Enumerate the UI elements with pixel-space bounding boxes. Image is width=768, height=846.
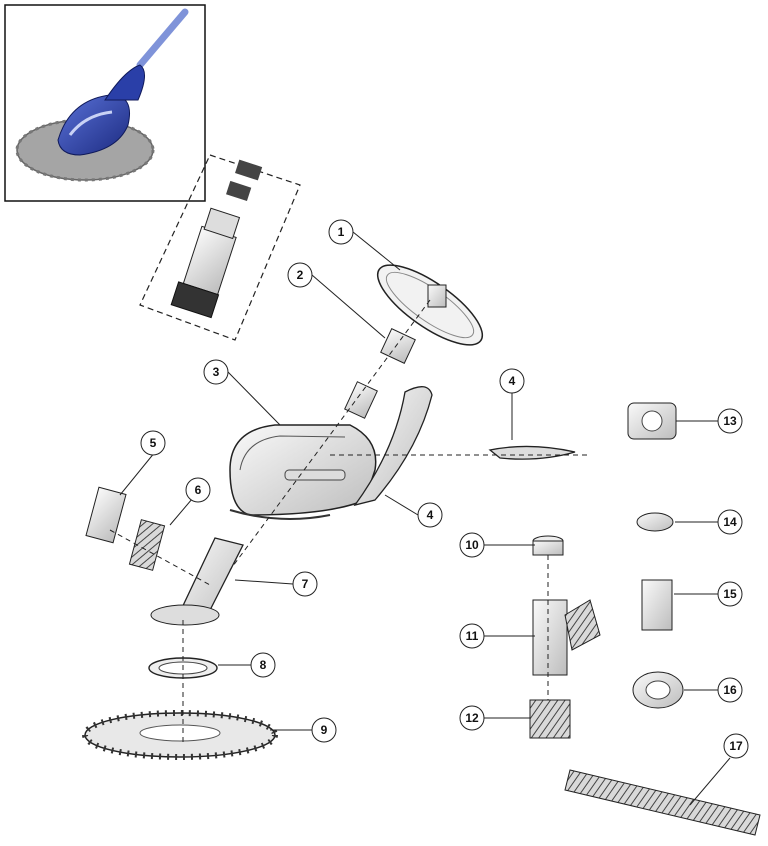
part-11-valve (532, 599, 601, 676)
suction-cleaner-photo-icon (15, 8, 189, 182)
svg-text:2: 2 (297, 268, 304, 282)
part-2-hose-kit (139, 154, 301, 341)
connector-parts (344, 328, 416, 419)
svg-text:9: 9 (321, 723, 328, 737)
callout-4-left: 4 (417, 502, 443, 528)
callout-1: 1 (328, 219, 354, 245)
callout-15: 15 (717, 581, 743, 607)
callout-16: 16 (717, 677, 743, 703)
svg-text:11: 11 (466, 629, 479, 643)
svg-text:3: 3 (213, 365, 220, 379)
assembly-axes (109, 299, 590, 745)
svg-text:1: 1 (338, 225, 345, 239)
svg-text:5: 5 (150, 436, 157, 450)
callout-9: 9 (311, 717, 337, 743)
part-4-wing-right (488, 445, 576, 460)
callout-12: 12 (459, 705, 485, 731)
part-3-cleaner-body (229, 424, 377, 520)
leader-lines (119, 231, 731, 806)
callout-3: 3 (203, 359, 229, 385)
callout-10: 10 (459, 532, 485, 558)
svg-text:10: 10 (465, 538, 479, 552)
callout-11: 11 (459, 623, 485, 649)
svg-text:17: 17 (729, 739, 743, 753)
svg-text:8: 8 (260, 658, 267, 672)
callout-2: 2 (287, 262, 313, 288)
part-9-disc-skirt (82, 710, 278, 760)
part-5-guide (85, 486, 127, 544)
svg-text:12: 12 (465, 711, 479, 725)
svg-text:14: 14 (723, 515, 737, 529)
part-1-diaphragm-disc (376, 264, 484, 346)
part-16-weight-ring (632, 671, 684, 709)
callout-7: 7 (292, 571, 318, 597)
part-6-spring (128, 519, 166, 571)
callout-5: 5 (140, 430, 166, 456)
part-7-foot (150, 537, 244, 626)
product-photo-inset (4, 4, 206, 202)
part-14-cone (636, 512, 674, 532)
part-15-hose-cuff (641, 579, 673, 631)
svg-text:4: 4 (427, 508, 434, 522)
part-4-wing-left (353, 386, 433, 507)
part-13-fitting (627, 402, 677, 440)
callout-8: 8 (250, 652, 276, 678)
part-12-adapter (529, 699, 571, 739)
svg-text:13: 13 (723, 414, 737, 428)
callout-17: 17 (723, 733, 749, 759)
callout-14: 14 (717, 509, 743, 535)
part-17-hose-section (564, 769, 761, 836)
svg-text:6: 6 (195, 483, 202, 497)
callout-6: 6 (185, 477, 211, 503)
svg-text:7: 7 (302, 577, 309, 591)
svg-text:16: 16 (723, 683, 737, 697)
part-10-collar (532, 535, 564, 556)
callout-4-right: 4 (499, 368, 525, 394)
svg-text:4: 4 (509, 374, 516, 388)
svg-text:15: 15 (723, 587, 737, 601)
callout-13: 13 (717, 408, 743, 434)
